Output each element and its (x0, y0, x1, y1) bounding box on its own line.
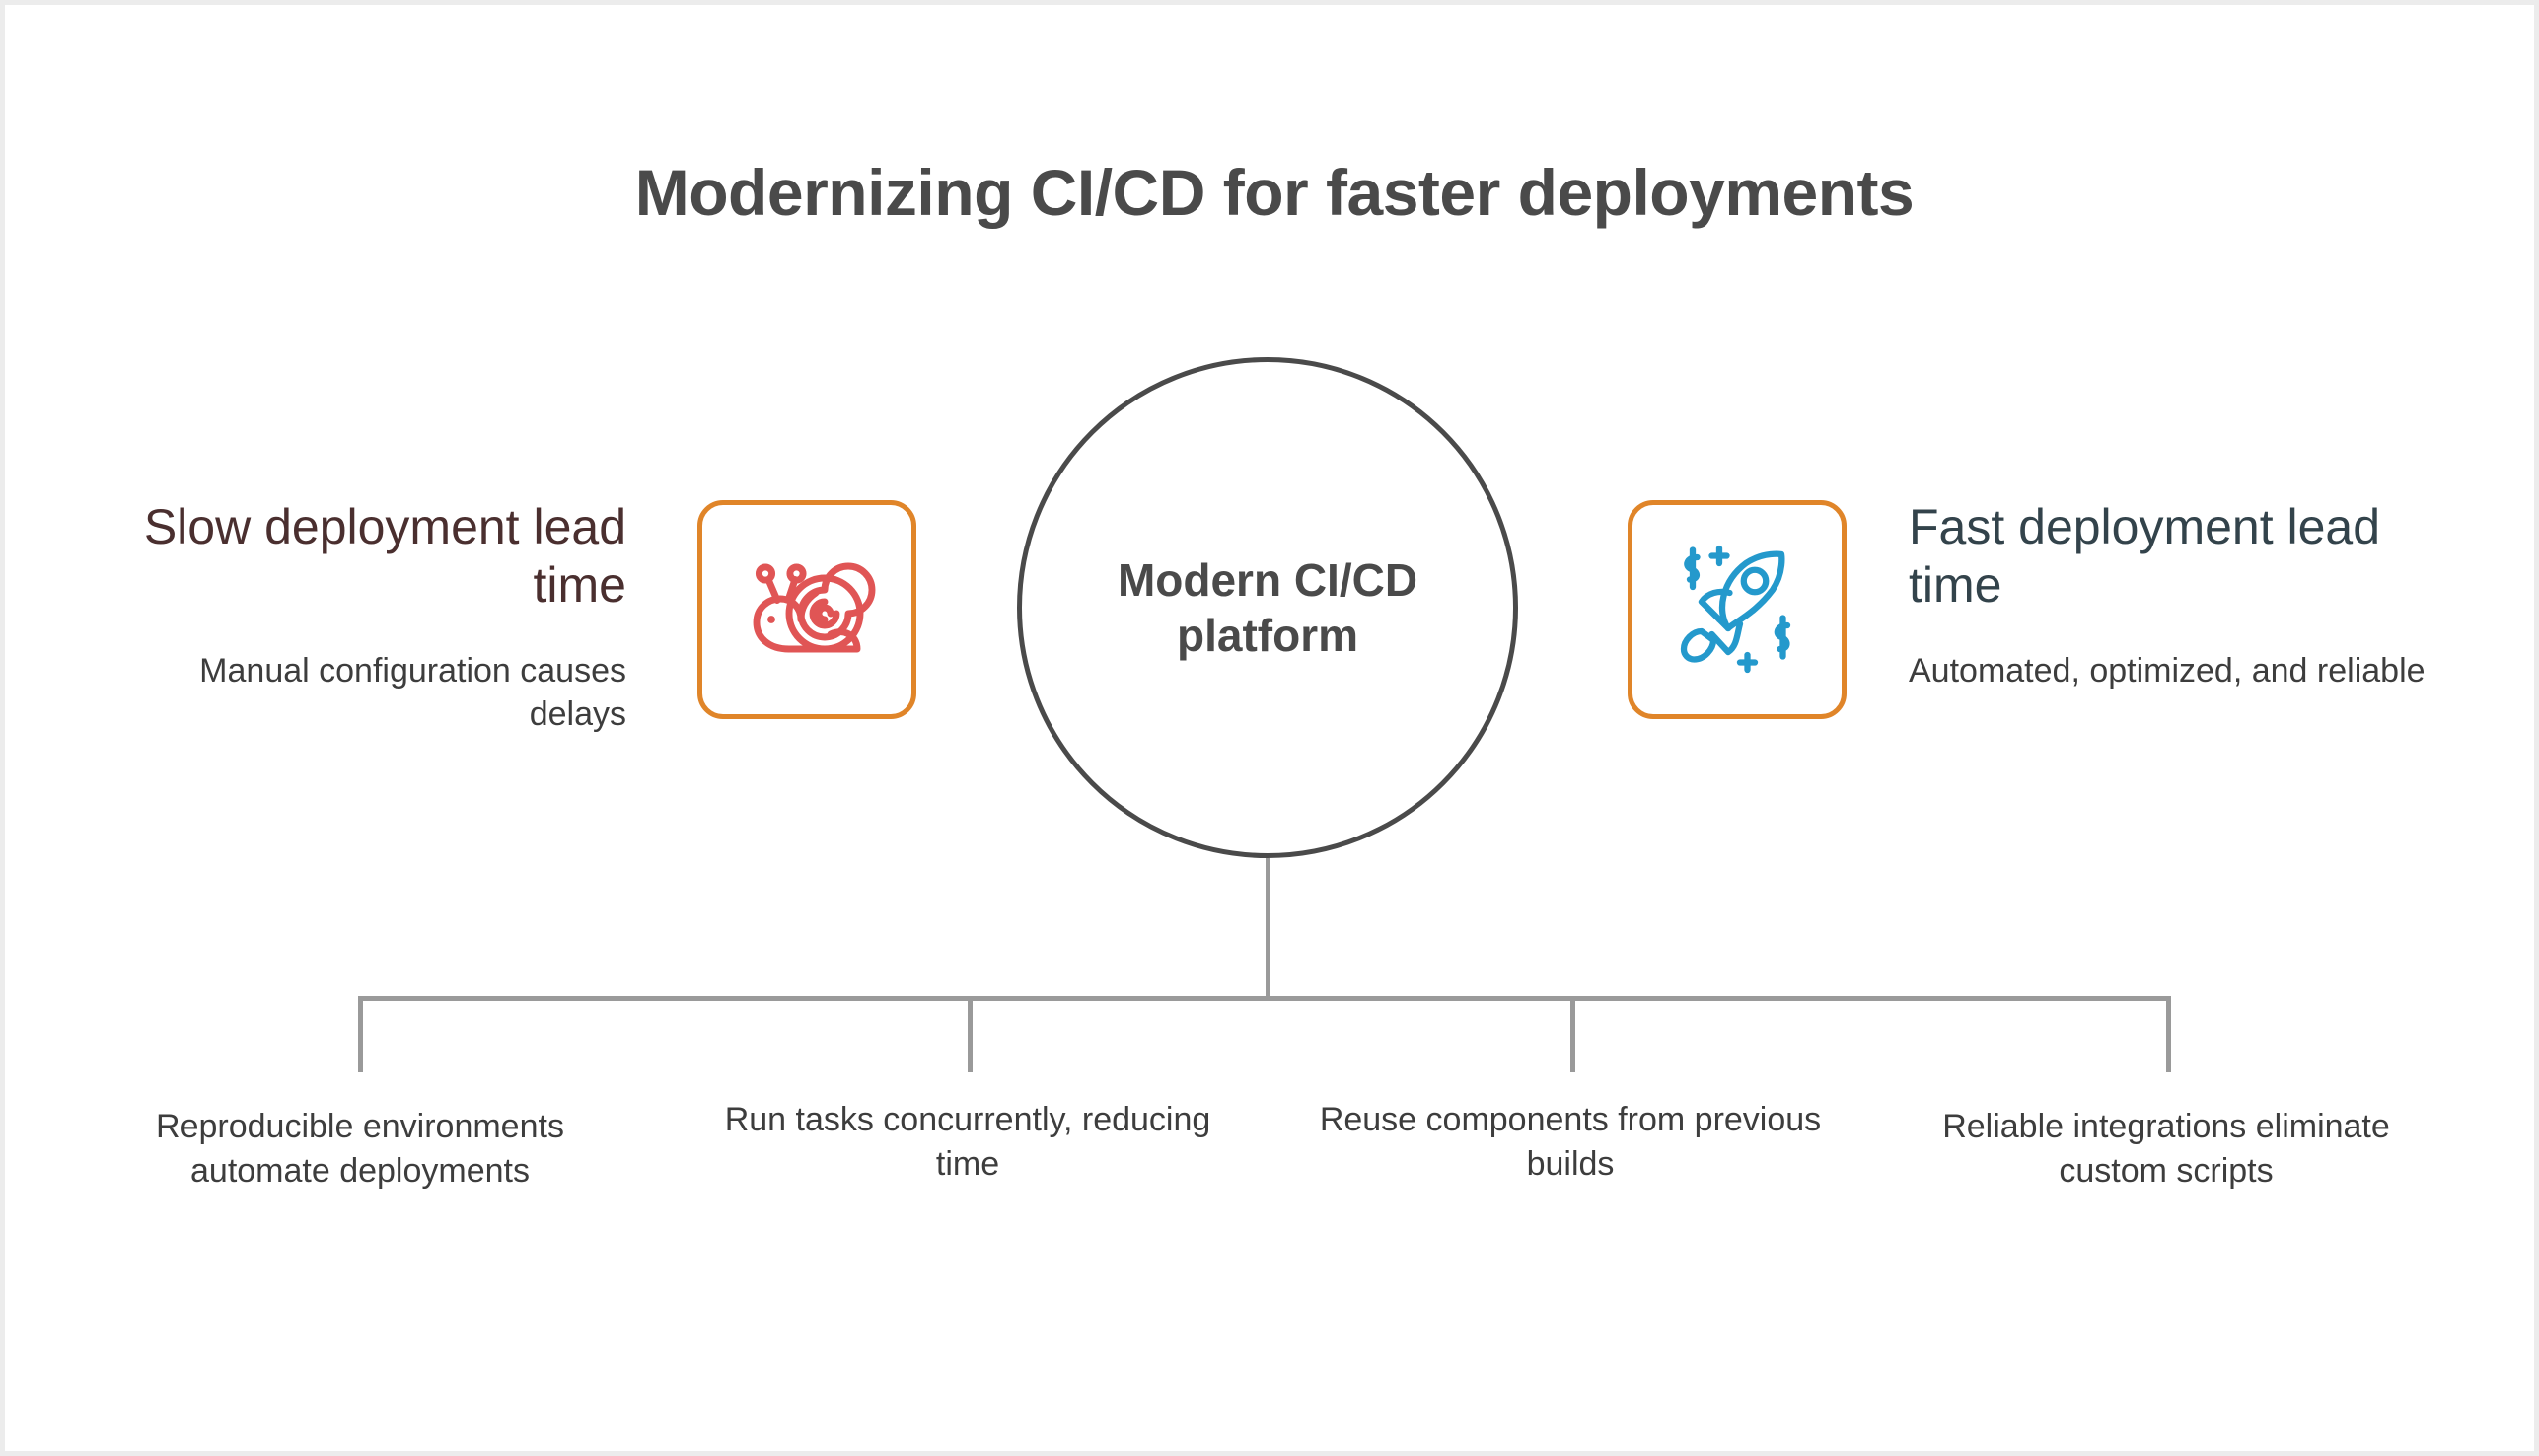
page-title: Modernizing CI/CD for faster deployments (634, 156, 1915, 229)
branch-rail-connector (358, 996, 2171, 1001)
snail-icon (733, 534, 881, 687)
branch-label-4: Reliable integrations eliminate custom s… (1942, 1108, 2390, 1190)
rocket-money-icon (1663, 534, 1811, 687)
left-heading: Slow deployment lead time (143, 499, 626, 613)
left-subtitle: Manual configuration causes delays (199, 652, 626, 733)
branch-label-2: Run tasks concurrently, reducing time (724, 1101, 1211, 1183)
branch-label-3: Reuse components from previous builds (1319, 1101, 1822, 1183)
rocket-icon-tile (1628, 500, 1847, 719)
hub-label: Modern CI/CD platform (1117, 553, 1418, 661)
branch-drop-connector-1 (358, 996, 363, 1072)
branch-drop-connector-4 (2166, 996, 2171, 1072)
branch-label-1: Reproducible environments automate deplo… (156, 1108, 564, 1190)
branch-drop-connector-3 (1570, 996, 1575, 1072)
right-subtitle: Automated, optimized, and reliable (1909, 652, 2426, 690)
right-heading: Fast deployment lead time (1909, 499, 2381, 613)
hub-stem-connector (1266, 858, 1270, 1001)
left-side-block: Slow deployment lead time Manual configu… (104, 498, 626, 736)
branch-drop-connector-2 (968, 996, 973, 1072)
hub-circle: Modern CI/CD platform (1017, 357, 1518, 858)
snail-icon-tile (697, 500, 916, 719)
right-side-block: Fast deployment lead time Automated, opt… (1909, 498, 2461, 693)
